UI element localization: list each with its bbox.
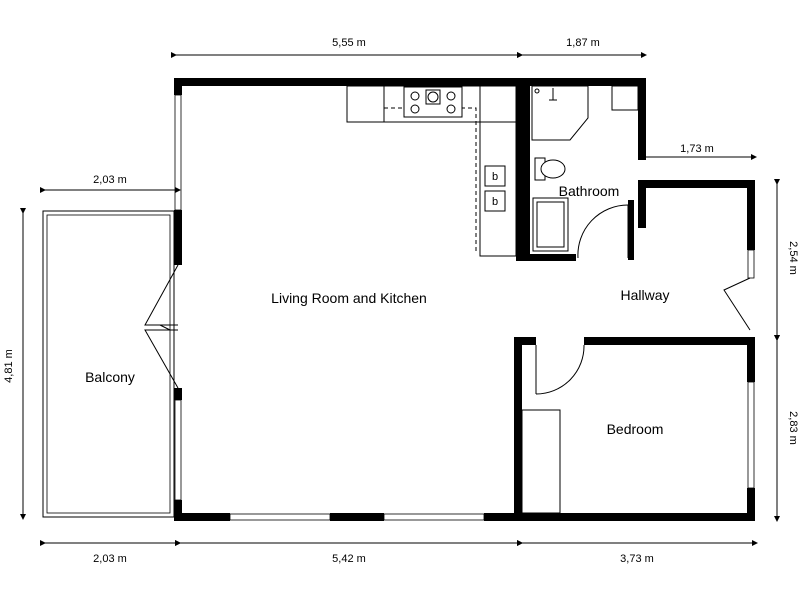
entrance-door <box>723 277 751 331</box>
appliance-2: b <box>484 190 506 212</box>
shower <box>531 85 589 141</box>
hallway-window <box>747 249 755 279</box>
room-label-bathroom: Bathroom <box>559 183 620 199</box>
dim-balcony-height: 4,81 m <box>3 349 15 383</box>
room-label-living: Living Room and Kitchen <box>271 290 427 306</box>
dim-bottom-living: 5,42 m <box>332 553 366 565</box>
bedroom-window <box>747 381 755 489</box>
bath-cabinet <box>611 85 639 111</box>
dim-bedroom-height: 2,83 m <box>787 411 799 445</box>
bathroom-door <box>577 204 629 259</box>
svg-text:b: b <box>492 196 498 208</box>
toilet <box>534 157 566 181</box>
dim-bottom-bedroom: 3,73 m <box>620 553 654 565</box>
dimension-lines <box>20 52 780 546</box>
dim-bottom-balcony: 2,03 m <box>93 553 127 565</box>
living-window-upper <box>174 94 182 211</box>
living-window-bottom-2 <box>383 513 485 521</box>
room-label-bedroom: Bedroom <box>607 421 664 437</box>
appliance-1: b <box>484 165 506 187</box>
dim-top-bath: 1,87 m <box>566 37 600 49</box>
dim-balcony-width-top: 2,03 m <box>93 174 127 186</box>
walls <box>174 78 755 521</box>
dim-top-living: 5,55 m <box>332 37 366 49</box>
bathtub <box>532 197 569 252</box>
dim-hallway-height: 2,54 m <box>787 241 799 275</box>
balcony <box>42 210 175 518</box>
wardrobe <box>521 409 561 514</box>
bedroom-door <box>535 344 585 395</box>
living-window-lower <box>174 399 182 501</box>
room-label-balcony: Balcony <box>85 369 135 385</box>
balcony-folding-door <box>144 264 179 389</box>
dim-hallway-width: 1,73 m <box>680 143 714 155</box>
room-label-hallway: Hallway <box>620 287 669 303</box>
windows <box>174 94 755 521</box>
living-window-bottom-1 <box>229 513 331 521</box>
svg-text:b: b <box>492 171 498 183</box>
stove <box>403 86 463 118</box>
